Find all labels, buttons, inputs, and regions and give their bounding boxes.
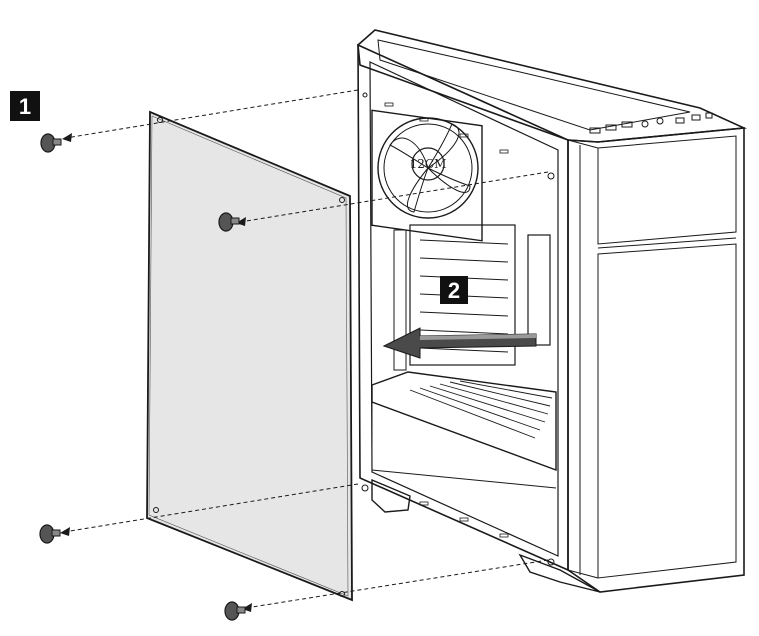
front-mesh-panel <box>597 243 737 579</box>
thumb-screw-icon <box>224 601 246 621</box>
removal-arrow-icon <box>382 327 537 359</box>
front-foot <box>518 553 601 593</box>
case-top-panel <box>377 39 691 131</box>
psu-shroud <box>371 371 557 489</box>
step-2-label: 2 <box>448 278 460 303</box>
pc-case: 12CM <box>357 29 748 593</box>
guide-line-top-left <box>65 89 359 139</box>
fan-size-label: 12CM <box>410 157 447 171</box>
front-bezel <box>567 127 745 593</box>
case-side-inner <box>369 61 559 557</box>
top-io-buttons <box>589 112 713 134</box>
frame-holes <box>361 92 555 566</box>
step-1-label: 1 <box>19 94 31 119</box>
guide-line-top-right <box>239 171 549 223</box>
rear-fan: 12CM <box>371 109 483 242</box>
step-2-badge: 2 <box>440 276 468 304</box>
guide-line-bottom-left <box>63 483 359 533</box>
side-panel <box>146 110 353 602</box>
drive-cage <box>527 234 551 346</box>
thumb-screw-icon <box>39 524 61 544</box>
side-panel-holes <box>153 117 345 597</box>
side-panel-edge <box>148 115 349 597</box>
step-1-badge: 1 <box>10 91 40 121</box>
screw-guides <box>60 89 549 612</box>
thumb-screw-icon <box>40 133 62 153</box>
thumb-screw-icon <box>218 212 240 232</box>
case-side-frame <box>357 43 569 572</box>
front-drive-bay <box>597 135 737 245</box>
guide-line-bottom-right <box>245 559 549 609</box>
rear-foot <box>371 478 411 513</box>
